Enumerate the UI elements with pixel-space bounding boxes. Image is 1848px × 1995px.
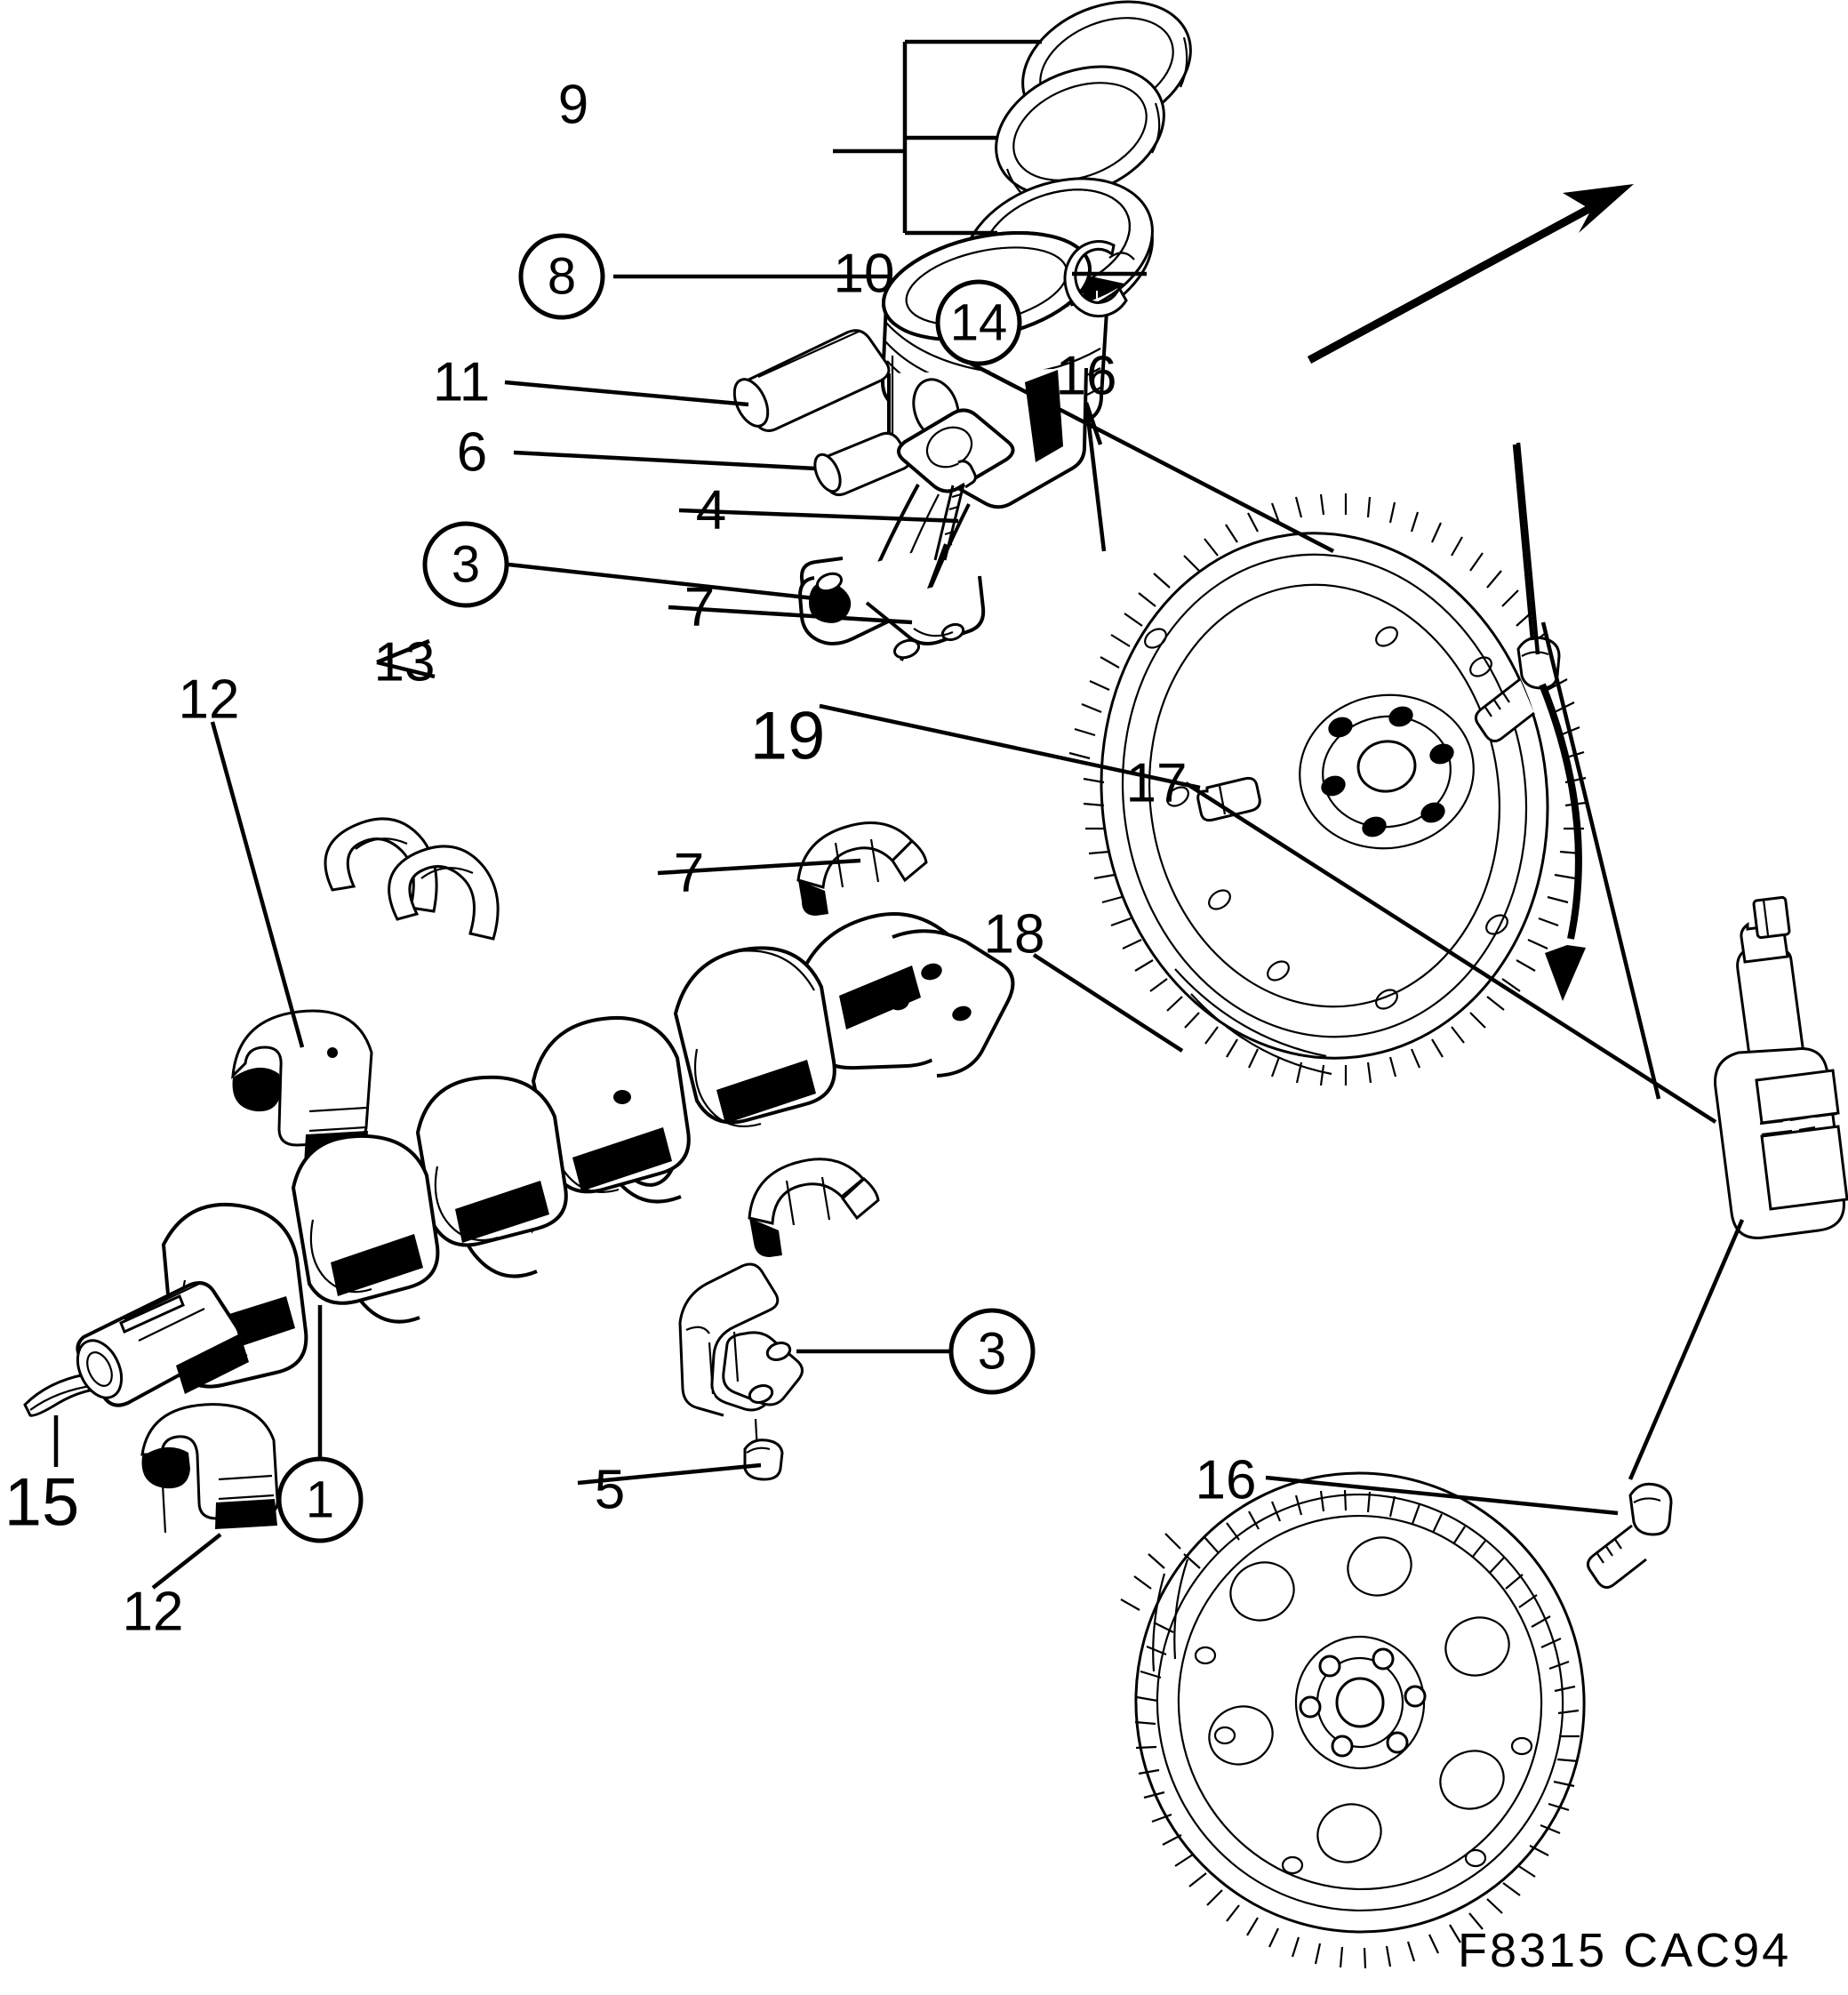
callout-number: 9 xyxy=(558,75,588,136)
callout-number: 10 xyxy=(834,244,895,305)
callout-12-main-bearing-shell-upper[interactable]: 12 xyxy=(179,669,240,731)
callout-3-connecting-rod[interactable]: 3 xyxy=(422,521,509,608)
callout-number: 15 xyxy=(4,1465,80,1541)
callout-18-flex-plate-automatic[interactable]: 18 xyxy=(984,904,1045,965)
callout-16-flywheel-bolt-upper[interactable]: 16 xyxy=(1056,346,1117,407)
main-bearing-shell-lower xyxy=(140,1403,279,1534)
connecting-rod xyxy=(797,408,1015,661)
callout-number: 1 xyxy=(306,1471,334,1529)
callout-1-crankshaft[interactable]: 1 xyxy=(276,1456,364,1543)
callout-3-connecting-rod-big-end-cap[interactable]: 3 xyxy=(948,1308,1036,1395)
flexplate-lightening-holes xyxy=(1208,1536,1510,1863)
callout-15-woodruff-key[interactable]: 15 xyxy=(4,1465,80,1541)
callout-14-flywheel-manual[interactable]: 14 xyxy=(935,279,1022,366)
callout-4-connecting-rod-bolt[interactable]: 4 xyxy=(696,480,726,541)
leader-lines xyxy=(53,271,1745,1590)
flywheel-bolt-lower xyxy=(1587,1482,1673,1589)
callout-11-gudgeon-pin[interactable]: 11 xyxy=(433,352,490,413)
callout-number: 12 xyxy=(123,1582,184,1643)
callout-number: 11 xyxy=(433,352,490,413)
callout-16-flywheel-bolt-lower[interactable]: 16 xyxy=(1196,1450,1257,1511)
callout-10-gudgeon-pin-circlip[interactable]: 10 xyxy=(834,244,895,305)
callout-number: 7 xyxy=(684,577,715,638)
callout-7-big-end-bearing-shell-upper[interactable]: 7 xyxy=(684,577,715,638)
small-end-bush xyxy=(813,431,912,496)
flexplate-bolt-holes xyxy=(1299,1647,1427,1758)
callout-number: 19 xyxy=(750,699,826,774)
callout-17-locking-compound[interactable]: 17 xyxy=(1126,753,1188,814)
callout-number: 4 xyxy=(696,480,726,541)
callout-number: 5 xyxy=(595,1460,625,1521)
leader-16a-c xyxy=(1512,444,1535,641)
flywheel-balance-holes xyxy=(1144,626,1508,1010)
callout-7-big-end-bearing-shell-lower[interactable]: 7 xyxy=(674,843,704,904)
bottle-label-text-lines xyxy=(1759,1112,1837,1136)
flywheel-manual xyxy=(1068,493,1587,1086)
callout-19-dowel-pin[interactable]: 19 xyxy=(750,699,826,774)
leader-16a xyxy=(1084,402,1103,445)
callout-number: 14 xyxy=(950,294,1008,352)
flexplate-ring-gear-teeth xyxy=(1120,1489,1580,1969)
callout-6-small-end-bush[interactable]: 6 xyxy=(457,422,487,484)
callout-ring xyxy=(935,279,1022,366)
callout-number: 13 xyxy=(374,632,436,693)
callout-ring xyxy=(276,1456,364,1543)
assembly-direction-arrow xyxy=(1307,184,1634,364)
callout-5-big-end-nut[interactable]: 5 xyxy=(595,1460,625,1521)
callout-number: 16 xyxy=(1056,346,1117,407)
big-end-cap xyxy=(678,1262,804,1481)
thrust-washers xyxy=(324,817,500,941)
callout-number: 6 xyxy=(457,422,487,484)
locking-compound-bottle xyxy=(1714,895,1848,1239)
callout-ring xyxy=(422,521,509,608)
callout-number: 12 xyxy=(179,669,240,731)
callout-number: 8 xyxy=(548,248,576,306)
callout-number: 17 xyxy=(1126,753,1188,814)
flywheel-bolt-holes xyxy=(1321,706,1454,837)
callout-number: 16 xyxy=(1196,1450,1257,1511)
flex-plate-automatic xyxy=(1120,1471,1586,1969)
callout-ring xyxy=(518,233,605,320)
callout-9-piston-ring-set[interactable]: 9 xyxy=(558,75,588,136)
callout-13-thrust-washers[interactable]: 13 xyxy=(374,632,436,693)
callout-number: 3 xyxy=(452,536,480,594)
gudgeon-pin-circlip xyxy=(1063,240,1135,318)
callout-8-piston[interactable]: 8 xyxy=(518,233,605,320)
flywheel-rotation-arrow xyxy=(1539,683,1586,1001)
drawing-code-caption: F8315 CAC94 xyxy=(1458,1924,1791,1977)
callout-number: 7 xyxy=(674,843,704,904)
crankshaft xyxy=(76,911,1015,1407)
callout-ring xyxy=(948,1308,1036,1395)
big-end-shell-lower xyxy=(748,1158,880,1257)
gudgeon-pin xyxy=(732,329,891,432)
callout-12-main-bearing-shell-lower[interactable]: 12 xyxy=(123,1582,184,1643)
big-end-shell-upper xyxy=(796,821,928,916)
callout-number: 3 xyxy=(978,1323,1006,1381)
callout-number: 18 xyxy=(984,904,1045,965)
ring-gear-teeth xyxy=(1068,493,1587,1086)
